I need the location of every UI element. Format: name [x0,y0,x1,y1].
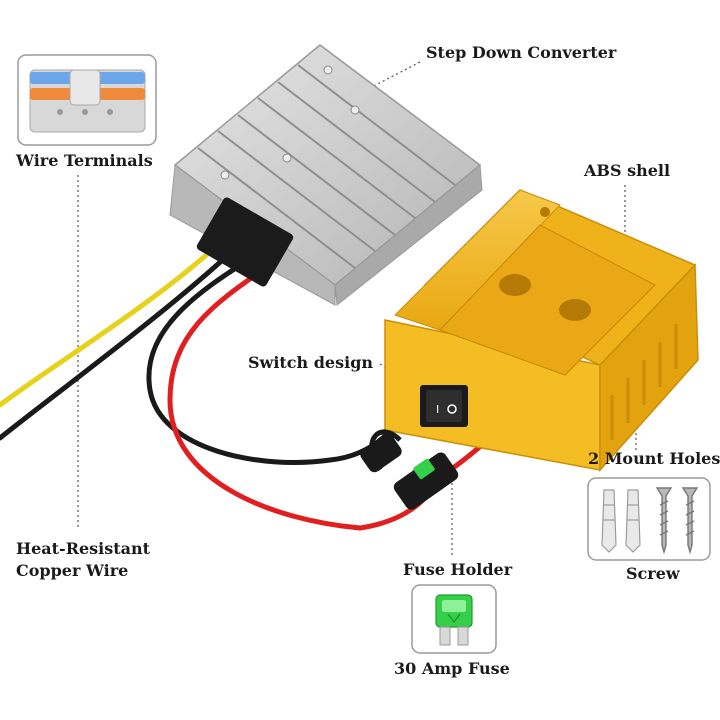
rocker-switch-icon: I [420,385,468,427]
leader-step-down [369,61,421,89]
converter-screw-2 [350,105,360,115]
converter-side-right [334,164,483,306]
fuse-cap [360,433,402,473]
shell-top [394,189,561,331]
fuse-inset [411,584,497,654]
screw-inset [587,477,711,561]
shell-side [599,263,699,472]
fuse-icon [435,594,473,646]
yellow-wire-1 [0,235,228,408]
wall-plug-icon [601,489,641,553]
label-switch-design: Switch design [248,353,374,372]
wire-terminals-icon [17,54,157,146]
converter-screw-4 [220,170,230,180]
abs-shell: I [384,189,699,472]
label-mount-holes: 2 Mount Holes [588,449,720,468]
label-fuse-holder: Fuse Holder [403,560,513,579]
inline-fuse-holder [360,429,459,510]
shell-vents [610,324,678,440]
screw-icon [655,487,699,555]
mount-hole-1 [499,274,531,296]
svg-text:I: I [436,403,439,416]
black-wire-1 [0,241,243,441]
label-amp-fuse: 30 Amp Fuse [394,659,510,678]
label-abs-shell: ABS shell [584,161,671,180]
shell-small-hole [540,207,550,217]
converter-cable-gland [196,197,294,287]
label-wire-terminals: Wire Terminals [16,151,153,170]
converter-fins [197,64,456,269]
label-heat-resistant-line1: Heat-Resistant [16,539,151,558]
label-screw: Screw [626,564,680,583]
label-step-down-converter: Step Down Converter [426,43,617,62]
label-heat-resistant-line2: Copper Wire [16,560,129,580]
mount-hole-2 [559,299,591,321]
converter-screw-1 [323,65,333,75]
label-heat-resistant: Heat-Resistant Copper Wire [16,538,150,581]
step-down-converter [169,44,483,306]
red-wire-1 [167,259,363,531]
shell-inner-floor [439,224,656,376]
converter-screw-3 [282,153,292,163]
